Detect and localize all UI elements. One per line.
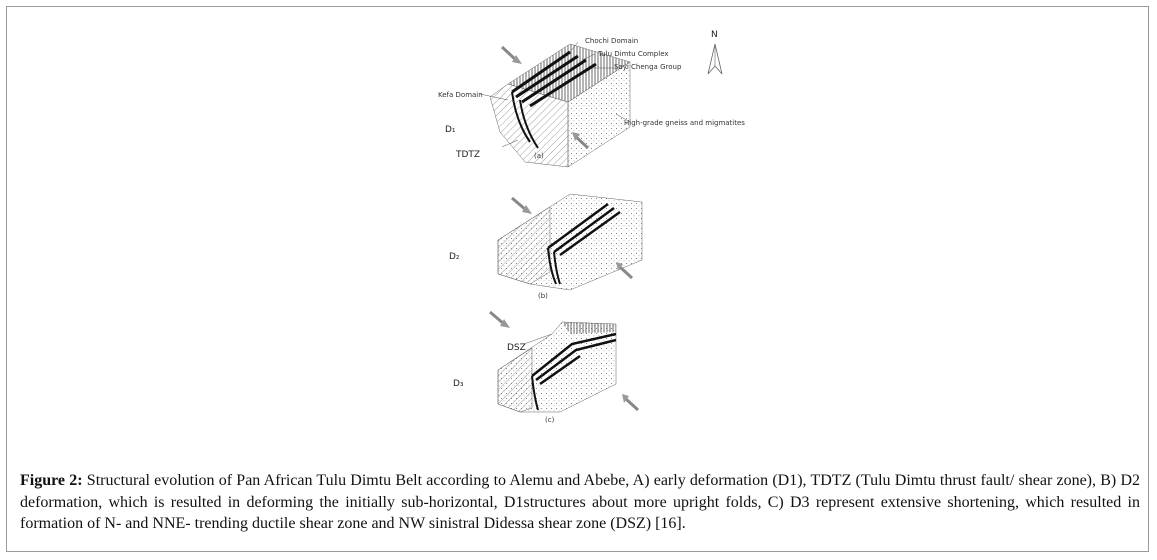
structural-evolution-figure — [479, 41, 723, 413]
panel-b-stage-label: D₂ — [449, 252, 460, 262]
panel-b-tag: (b) — [538, 292, 548, 300]
panel-a-block — [479, 41, 631, 168]
north-arrow-icon — [707, 43, 723, 75]
gneiss-label: High-grade gneiss and migmatites — [624, 119, 745, 127]
panel-a-tag: (a) — [534, 152, 544, 160]
panel-b-block — [497, 193, 643, 291]
tulu-dimtu-complex-label: Tulu Dimtu Complex — [598, 50, 669, 58]
dsz-label: DSZ — [507, 343, 526, 353]
caption-text: Structural evolution of Pan African Tulu… — [20, 472, 1140, 532]
figure-caption: Figure 2: Structural evolution of Pan Af… — [20, 470, 1140, 535]
sayi-chenga-group-label: Sayi Chenga Group — [614, 63, 682, 71]
north-label: N — [711, 30, 718, 40]
kefa-domain-label: Kefa Domain — [438, 91, 483, 99]
tdtz-label: TDTZ — [456, 150, 481, 160]
panel-a-stage-label: D₁ — [445, 125, 456, 135]
panel-c-tag: (c) — [545, 416, 555, 424]
figure-label: Figure 2: — [20, 472, 83, 489]
panel-c-block — [489, 310, 640, 413]
chochi-domain-label: Chochi Domain — [585, 37, 639, 45]
panel-c-stage-label: D₃ — [453, 379, 464, 389]
